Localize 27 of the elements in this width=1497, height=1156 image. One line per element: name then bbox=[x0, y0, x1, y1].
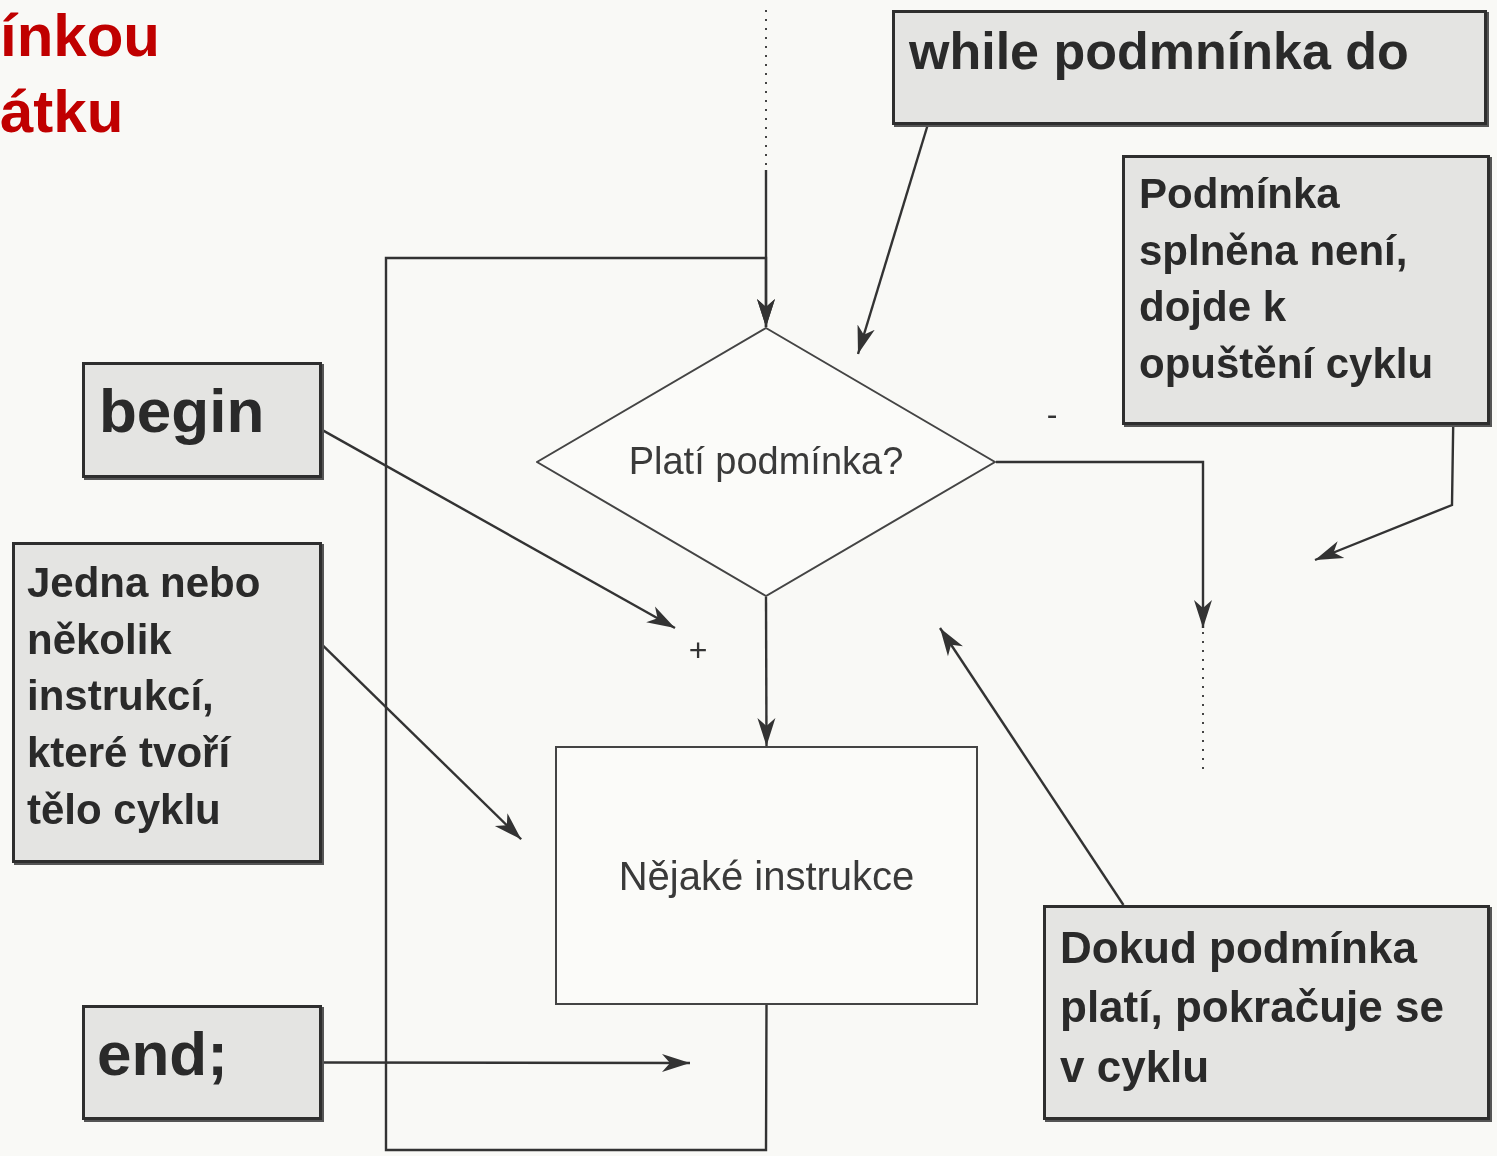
note-box bbox=[82, 362, 322, 478]
arrow bbox=[939, 627, 1125, 906]
arrow bbox=[321, 428, 676, 630]
note-text: Jedna nebo několik instrukcí, které tvoří tělo cyklu bbox=[26, 558, 262, 835]
note-box bbox=[1122, 155, 1490, 425]
process-box bbox=[555, 746, 978, 1005]
arrow bbox=[856, 124, 929, 355]
note-text: end; bbox=[96, 1018, 229, 1090]
note-text: Podmínka splněna není, dojde k opuštění cyklu bbox=[1138, 169, 1435, 390]
title-fragment: átku bbox=[0, 82, 124, 142]
note-text: begin bbox=[98, 375, 266, 447]
arrow bbox=[384, 256, 775, 1152]
note-box bbox=[892, 10, 1487, 125]
decision-diamond bbox=[536, 327, 996, 597]
node-label: Platí podmínka? bbox=[628, 439, 904, 485]
note-text: Dokud podmínka platí, pokračuje se v cyklu bbox=[1059, 922, 1445, 1093]
arrow bbox=[1314, 425, 1455, 562]
note-box bbox=[12, 542, 322, 863]
note-box bbox=[1043, 905, 1490, 1120]
arrow bbox=[321, 643, 522, 841]
arrow bbox=[996, 460, 1212, 628]
arrow bbox=[757, 597, 776, 746]
node-label: Nějaké instrukce bbox=[618, 852, 915, 900]
note-box bbox=[82, 1005, 322, 1120]
title-fragment: ínkou bbox=[0, 6, 160, 66]
arrow bbox=[322, 1053, 690, 1072]
note-text: while podmnínka do bbox=[908, 21, 1410, 82]
